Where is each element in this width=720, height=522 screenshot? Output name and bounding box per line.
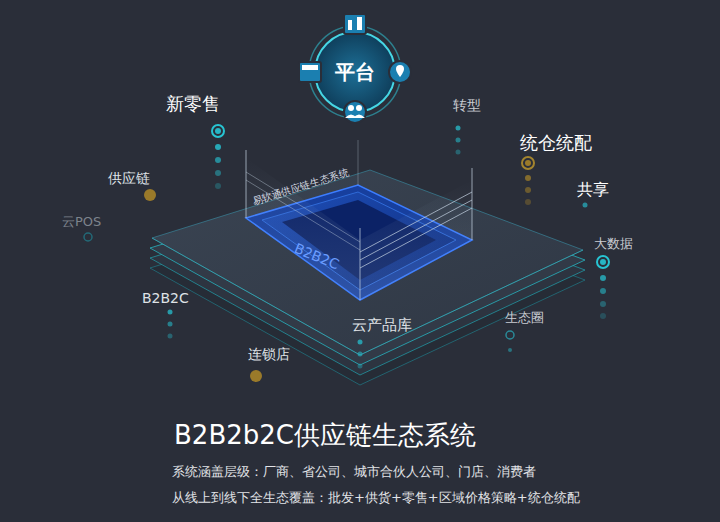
feature-label: 统仓统配 [520,132,592,154]
platform-text: 平台 [335,59,375,86]
feature-label: 连锁店 [248,346,290,363]
platform-circle: 平台 [327,44,383,100]
feature-label: 供应链 [108,170,150,187]
caption-line: 从线上到线下全生态覆盖：批发+供货+零售+区域价格策略+统仓统配 [172,490,580,506]
feature-label: B2B2C [142,290,189,307]
feature-label: 大数据 [594,236,633,252]
caption-line: 系统涵盖层级：厂商、省公司、城市合伙人公司、门店、消费者 [172,464,536,480]
diagram-title: B2B2b2C供应链生态系统 [174,420,476,451]
feature-label: 生态圈 [505,310,544,326]
platform-band-text: 易软通供应链生态系统 [251,167,350,208]
feature-label: 转型 [453,97,481,114]
feature-label: 新零售 [166,93,220,115]
platform-text: B2B2C [292,240,342,273]
feature-label: 云POS [62,214,101,230]
feature-label: 共享 [577,180,609,199]
feature-label: 云产品库 [352,316,412,334]
